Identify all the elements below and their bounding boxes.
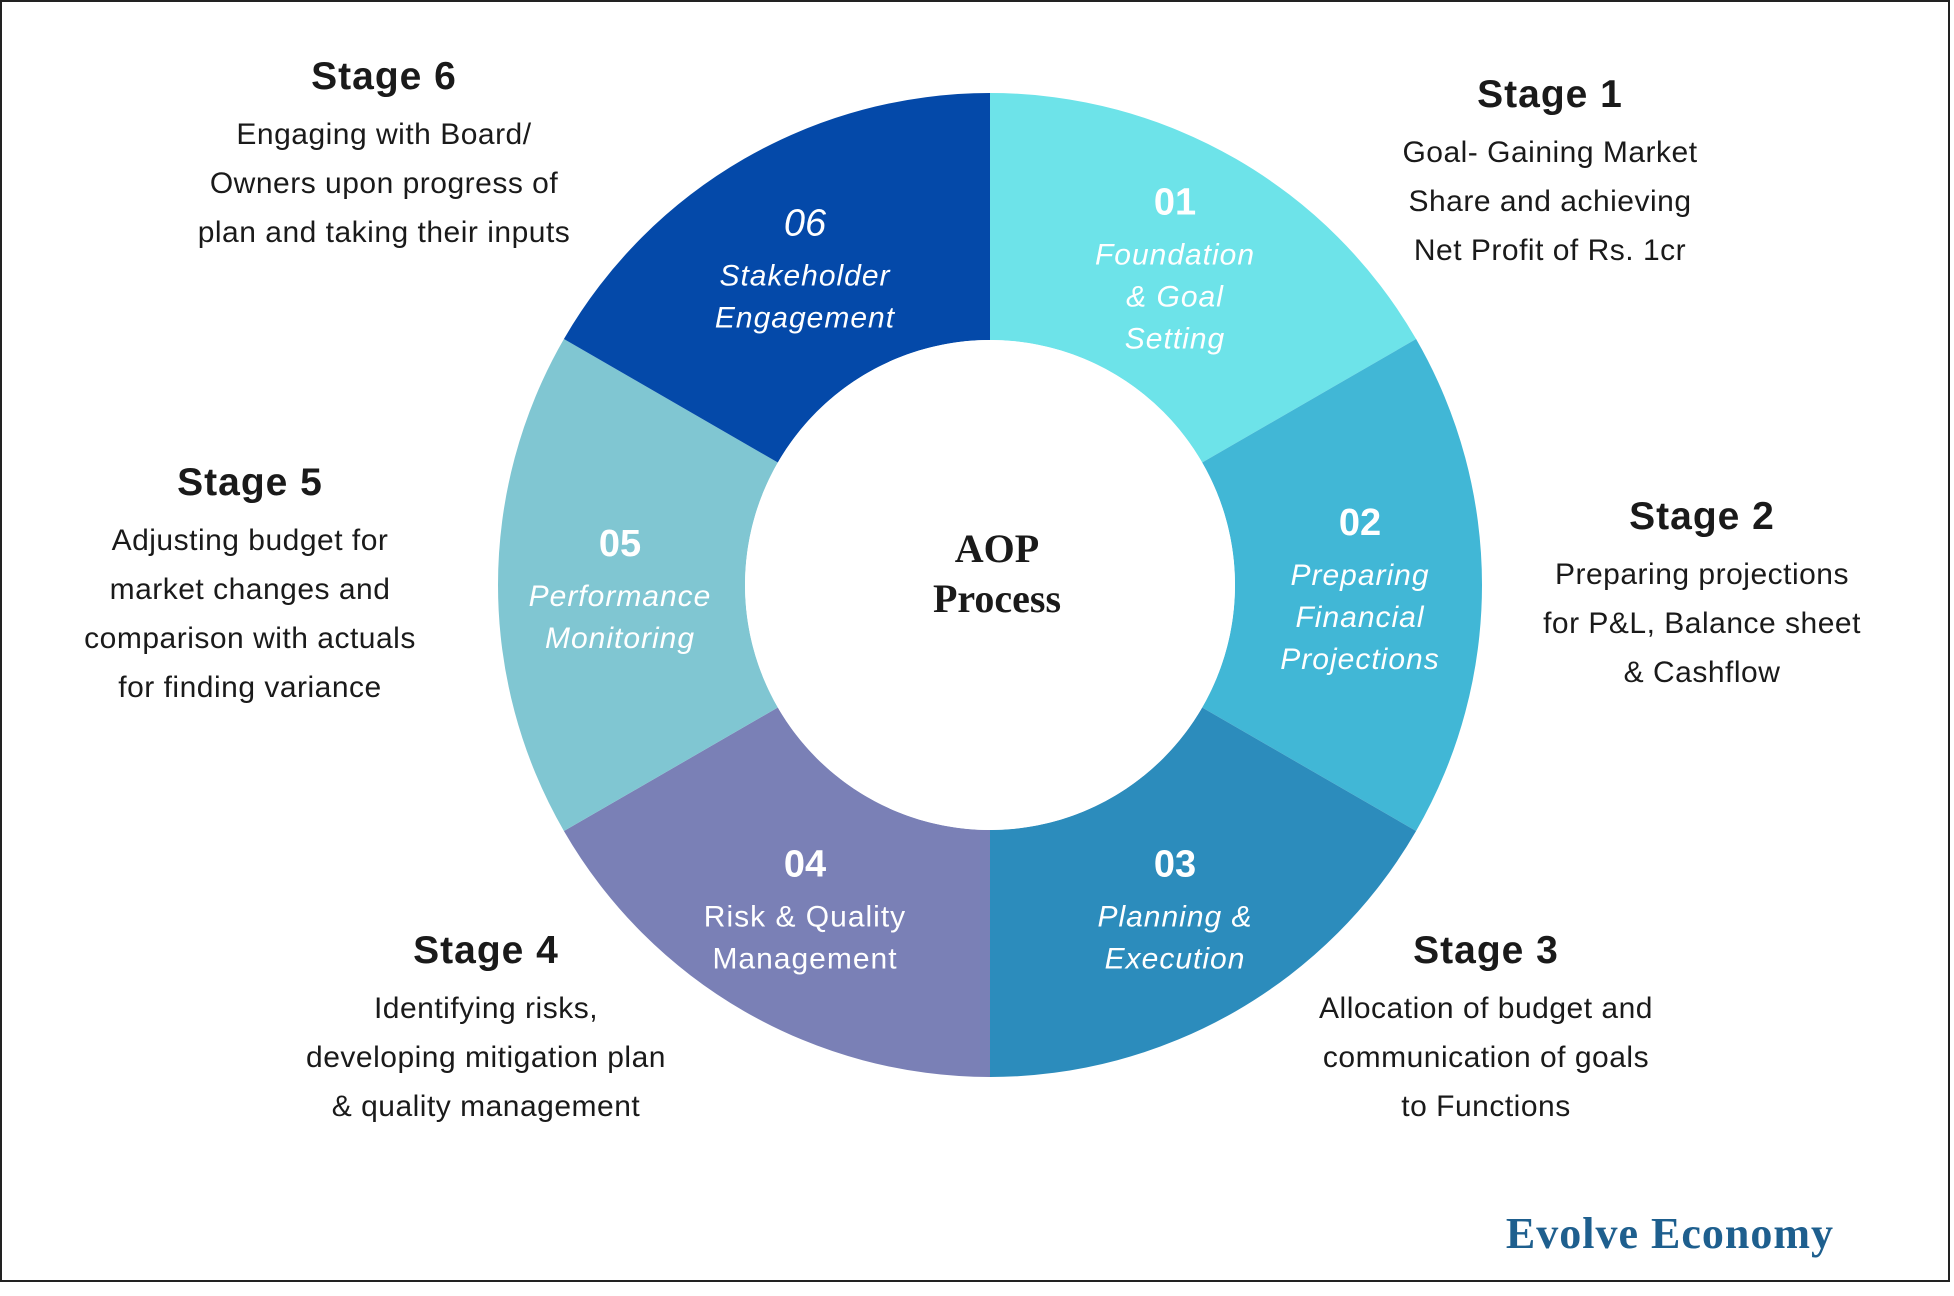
brand-logo-text: Evolve Economy xyxy=(1505,1209,1834,1258)
stage-1-title: Stage 1 xyxy=(1477,73,1623,116)
stage-6-block: Stage 6 Engaging with Board/ Owners upon… xyxy=(164,54,604,257)
stage-1-description: Goal- Gaining Market Share and achieving… xyxy=(1402,136,1698,267)
stage-2-block: Stage 2 Preparing projections for P&L, B… xyxy=(1482,494,1922,697)
segment-02-number: 02 xyxy=(1339,502,1381,544)
segment-02-label-line: Preparing xyxy=(1290,559,1429,592)
segment-01-number: 01 xyxy=(1154,182,1196,224)
stage-5-title: Stage 5 xyxy=(177,461,323,504)
segment-01-label-line: Setting xyxy=(1125,323,1225,356)
segment-05 xyxy=(498,339,778,831)
segment-05-label-line: Performance xyxy=(529,580,712,613)
segment-06-number: 06 xyxy=(784,203,827,245)
segment-04-number: 04 xyxy=(784,843,826,885)
segment-02-label-line: Projections xyxy=(1280,643,1439,676)
stage-4-title: Stage 4 xyxy=(413,929,559,972)
segment-04-label-line: Management xyxy=(712,942,897,975)
segment-01-label-line: & Goal xyxy=(1126,281,1224,314)
stage-3-description: Allocation of budget and communication o… xyxy=(1319,992,1653,1123)
segment-02-label-line: Financial xyxy=(1295,601,1424,634)
segment-06 xyxy=(563,93,990,463)
center-circle xyxy=(745,340,1235,830)
center-title-line2: Process xyxy=(933,576,1061,621)
segment-03-number: 03 xyxy=(1154,843,1196,885)
segment-04 xyxy=(563,707,990,1077)
segment-05-number: 05 xyxy=(599,523,641,565)
segment-06-label-line: Stakeholder xyxy=(719,260,890,293)
stage-6-description: Engaging with Board/ Owners upon progres… xyxy=(197,118,571,249)
segment-03 xyxy=(990,707,1417,1077)
stage-2-description: Preparing projections for P&L, Balance s… xyxy=(1543,558,1861,689)
segment-01 xyxy=(990,93,1417,463)
segment-02 xyxy=(1202,339,1482,831)
stage-1-block: Stage 1 Goal- Gaining Market Share and a… xyxy=(1330,72,1770,275)
segment-03-label-line: Planning & xyxy=(1097,900,1252,933)
segment-01-label-line: Foundation xyxy=(1095,239,1255,272)
segment-06-label-line: Engagement xyxy=(715,302,896,335)
stage-5-block: Stage 5 Adjusting budget for market chan… xyxy=(30,460,470,712)
stage-3-block: Stage 3 Allocation of budget and communi… xyxy=(1266,928,1706,1131)
segment-04-label-line: Risk & Quality xyxy=(704,900,906,933)
segment-03-label-line: Execution xyxy=(1105,942,1246,975)
stage-4-description: Identifying risks, developing mitigation… xyxy=(306,992,666,1123)
stage-3-title: Stage 3 xyxy=(1413,929,1559,972)
stage-6-title: Stage 6 xyxy=(311,55,457,98)
center-title-line1: AOP xyxy=(955,526,1039,571)
stage-5-description: Adjusting budget for market changes and … xyxy=(84,524,416,704)
stage-4-block: Stage 4 Identifying risks, developing mi… xyxy=(266,928,706,1131)
segment-05-label-line: Monitoring xyxy=(545,622,695,655)
stage-2-title: Stage 2 xyxy=(1629,495,1775,538)
